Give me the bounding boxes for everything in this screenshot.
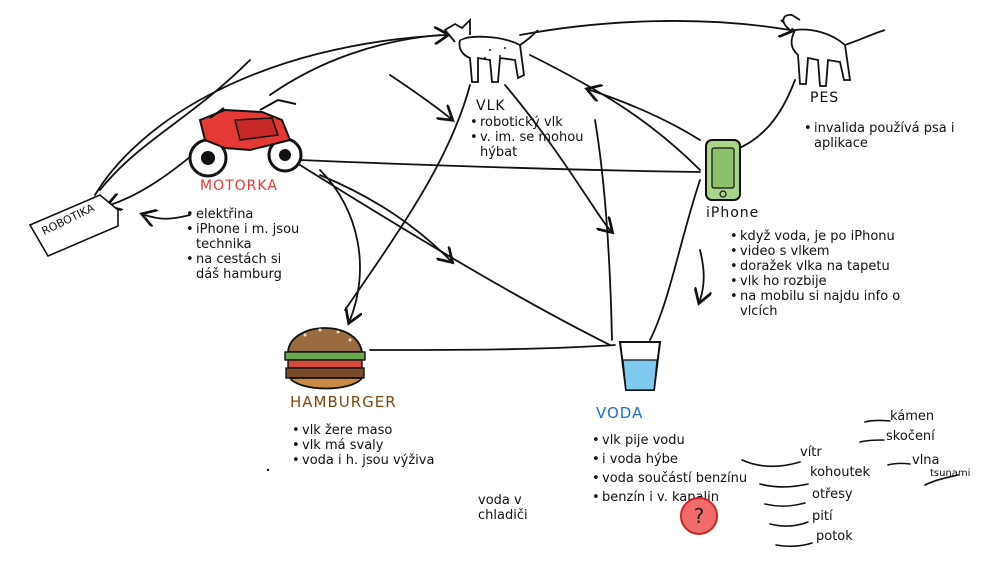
link-robotika-motorka-2 (145, 215, 191, 219)
link-motorka-voda (299, 164, 611, 346)
hamburger-bullet: vlk má svaly (292, 438, 442, 454)
link-vlk-hamburger (344, 84, 471, 311)
wind-move-item: kámen (890, 409, 935, 424)
wind-move-item: vlna (912, 453, 940, 468)
iphone-bullet: na mobilu si najdu info o vlcích (730, 289, 940, 320)
link-voda-iphone (700, 249, 704, 300)
vlk-bullet: robotický vlk (470, 115, 600, 131)
link-robotika-left (99, 59, 251, 191)
hamburger-icon (284, 327, 366, 390)
water-move-item: vítr (800, 445, 822, 460)
motorcycle-icon (188, 98, 303, 178)
motorka-bullets: elektřina iPhone i m. jsou technika na c… (186, 207, 306, 283)
link-iphone-vlk (590, 90, 701, 141)
link-motorka-voda-2 (319, 174, 450, 260)
water-move-item: potok (816, 529, 853, 544)
vlk-title: VLK (476, 98, 506, 114)
water-glass-icon (618, 341, 662, 391)
link-vlk-motorka-arrow (389, 74, 450, 118)
wolf-icon (443, 17, 539, 83)
iphone-bullets: když voda, je po iPhonu video s vlkem do… (730, 229, 940, 320)
dog-icon (782, 14, 886, 87)
link-motorka-iphone (299, 159, 701, 173)
note-voda-v-chladici: voda v chladiči (478, 493, 528, 523)
water-move-item: otřesy (812, 487, 853, 502)
hamburger-bullets: vlk žere maso vlk má svaly voda i h. jso… (292, 423, 442, 469)
iphone-bullet: video s vlkem (730, 244, 940, 260)
hamburger-bullet: voda i h. jsou výživa (292, 453, 442, 469)
iphone-bullet: když voda, je po iPhonu (730, 229, 940, 245)
link-vlk-iphone (529, 54, 701, 171)
water-move-item: pití (812, 509, 833, 524)
link-vlk-pes (519, 21, 790, 35)
question-badge: ? (680, 497, 718, 535)
voda-bullets: vlk pije vodu i voda hýbe voda součástí … (592, 432, 762, 507)
hamburger-bullet: vlk žere maso (292, 423, 442, 439)
link-hamburger-voda (369, 344, 616, 351)
vlk-bullets: robotický vlk v. im. se mohou hýbat (470, 115, 600, 161)
voda-bullet: i voda hýbe (592, 451, 762, 470)
question-mark: ? (693, 504, 705, 528)
motorka-title: MOTORKA (200, 178, 278, 194)
motorka-bullet: elektřina (186, 207, 306, 223)
pes-title: PES (810, 90, 840, 106)
vlk-bullet: v. im. se mohou hýbat (470, 130, 600, 161)
robotika-tag (28, 194, 119, 258)
iphone-title: iPhone (706, 205, 760, 221)
wind-move-item: tsunami (930, 468, 971, 479)
link-vlk-voda (504, 84, 610, 230)
wind-move-item: skočení (886, 429, 935, 444)
motorka-bullet: iPhone i m. jsou technika (186, 222, 306, 253)
motorka-bullet: na cestách si dáš hamburg (186, 252, 306, 283)
pes-bullet: invalida používá psa i aplikace (804, 121, 964, 152)
link-vlk-motorka (269, 34, 441, 96)
voda-title: VODA (596, 404, 644, 422)
voda-bullet: vlk pije vodu (592, 432, 762, 451)
link-motorka-hamburger (319, 169, 360, 320)
voda-bullet: benzín i v. kapalin (592, 489, 762, 508)
water-move-item: kohoutek (810, 465, 871, 480)
iphone-bullet: vlk ho rozbije (730, 274, 940, 290)
hamburger-title: HAMBURGER (290, 393, 397, 411)
link-iphone-voda (649, 179, 701, 341)
pes-bullets: invalida používá psa i aplikace (804, 121, 964, 152)
smartphone-icon (705, 139, 741, 201)
link-pes-iphone (734, 79, 796, 151)
iphone-bullet: doražek vlka na tapetu (730, 259, 940, 275)
voda-bullet: voda součástí benzínu (592, 470, 762, 489)
motorka-node: MOTORKA (200, 178, 278, 194)
